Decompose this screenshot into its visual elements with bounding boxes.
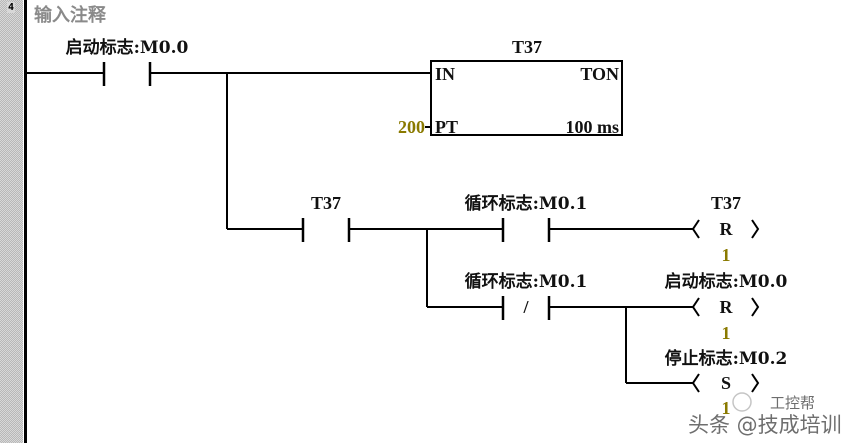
network-gutter <box>0 0 23 443</box>
timer-box <box>430 60 623 136</box>
coil-count[interactable]: 1 <box>722 323 731 343</box>
coil-reset-t37[interactable]: T37 R 1 <box>691 193 760 265</box>
coil-left-paren <box>691 373 700 393</box>
watermark-top: 工控帮 <box>770 394 815 412</box>
contact-cycle-flag-no-label: 循环标志:M0.1 <box>465 193 588 214</box>
coil-symbol: R <box>720 297 734 317</box>
contact-start-flag[interactable]: 启动标志:M0.0 <box>27 37 189 86</box>
coil-right-paren <box>751 297 760 317</box>
chat-bubble-icon <box>732 392 752 412</box>
contact-cycle-flag-no[interactable]: 循环标志:M0.1 <box>465 193 588 242</box>
coil-reset-start-flag[interactable]: 启动标志:M0.0 R 1 <box>665 271 788 343</box>
coil-right-paren <box>751 219 760 239</box>
contact-start-flag-label: 启动标志:M0.0 <box>66 37 189 58</box>
contact-nc-slash: / <box>522 297 529 317</box>
coil-right-paren <box>751 373 760 393</box>
coil-count[interactable]: 1 <box>722 398 731 418</box>
rung-number: 4 <box>7 2 16 13</box>
coil-symbol: R <box>720 219 734 239</box>
coil-reset-t37-label: T37 <box>711 193 741 213</box>
timer-preset-value[interactable]: 200 <box>398 117 425 137</box>
watermark: 工控帮 头条 @技成培训 <box>688 392 842 437</box>
contact-cycle-flag-nc-label: 循环标志:M0.1 <box>465 271 588 292</box>
timer-pt-label: PT <box>435 117 458 137</box>
contact-cycle-flag-nc[interactable]: 循环标志:M0.1 / <box>465 271 588 320</box>
timer-name: T37 <box>512 37 542 57</box>
network-comment[interactable]: 输入注释 <box>34 4 107 26</box>
coil-set-stop-flag[interactable]: 停止标志:M0.2 S 1 <box>665 348 788 418</box>
timer-resolution: 100 ms <box>566 117 620 137</box>
timer-type: TON <box>580 64 619 84</box>
timer-in-label: IN <box>435 64 455 84</box>
coil-left-paren <box>691 219 700 239</box>
coil-count[interactable]: 1 <box>722 245 731 265</box>
timer-block-t37[interactable]: T37 IN TON PT 100 ms 200 <box>398 37 623 137</box>
watermark-bottom: 头条 @技成培训 <box>688 413 842 437</box>
coil-symbol: S <box>721 373 731 393</box>
contact-t37-label: T37 <box>311 193 341 213</box>
contact-t37[interactable]: T37 <box>301 193 351 242</box>
coil-reset-start-flag-label: 启动标志:M0.0 <box>665 271 788 292</box>
coil-left-paren <box>691 297 700 317</box>
coil-set-stop-flag-label: 停止标志:M0.2 <box>665 348 788 369</box>
